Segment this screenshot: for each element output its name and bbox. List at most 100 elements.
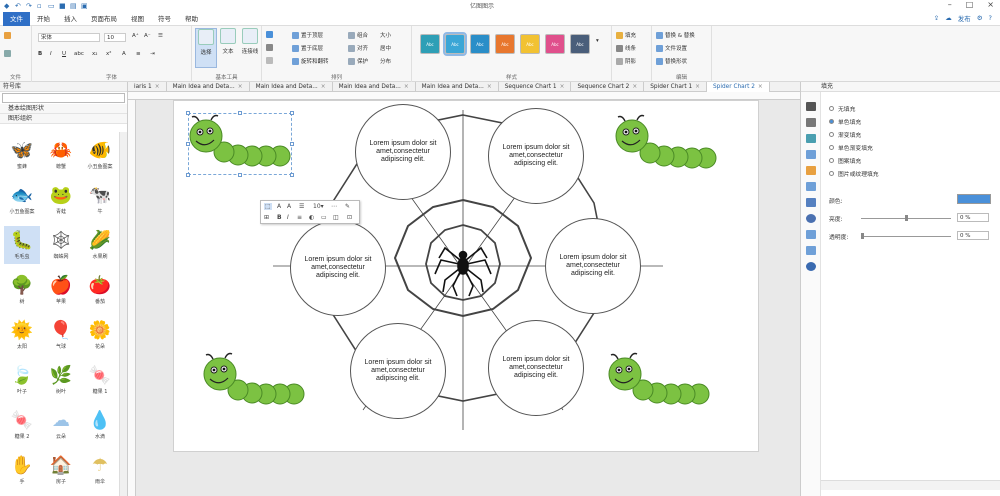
protect-tab-icon[interactable] xyxy=(806,214,816,223)
copy-button[interactable] xyxy=(4,50,11,57)
rectangle-tool-button[interactable] xyxy=(266,44,273,51)
find-replace-button[interactable]: 替换 & 替换 xyxy=(656,31,695,39)
shadow-tab-icon[interactable] xyxy=(806,134,816,143)
layer-tab-icon[interactable] xyxy=(806,182,816,191)
menu-view[interactable]: 视图 xyxy=(131,14,144,23)
web-bubble-left[interactable]: Lorem ipsum dolor sit amet,consectetur a… xyxy=(290,220,386,316)
fill-button[interactable]: 填充 xyxy=(616,31,636,39)
library-item[interactable]: ✋手 xyxy=(4,451,40,489)
strikethrough-button[interactable]: abc xyxy=(74,51,84,57)
mini-line-icon[interactable]: ▭ xyxy=(321,214,327,221)
tab-document-9[interactable]: Spider Chart 2× xyxy=(707,82,770,92)
italic-button[interactable]: I xyxy=(50,51,52,57)
resize-handle[interactable] xyxy=(186,142,190,146)
save-icon[interactable]: ■ xyxy=(59,1,66,10)
mini-grow-font-button[interactable]: A xyxy=(277,203,282,210)
rotate-flip-button[interactable]: 旋转和翻转 xyxy=(292,57,329,65)
line-tool-button[interactable] xyxy=(266,57,273,64)
library-item[interactable]: 🦋蜜蜂 xyxy=(4,136,40,174)
fill-option-gradient[interactable]: 渐变填充 xyxy=(829,130,861,139)
library-scrollbar[interactable] xyxy=(119,132,127,496)
brightness-slider[interactable] xyxy=(861,215,951,221)
caterpillar-shape-selected[interactable] xyxy=(186,112,294,176)
format-painter-button[interactable] xyxy=(4,32,11,39)
font-color-button[interactable]: A xyxy=(122,51,126,57)
font-family-select[interactable]: 宋体 xyxy=(38,33,100,42)
mini-more-icon[interactable]: ⋯ xyxy=(331,203,337,210)
transparency-input[interactable]: 0 % xyxy=(957,231,989,240)
indent-button[interactable]: ⇥ xyxy=(150,51,155,57)
bring-to-front-button[interactable]: 置于顶层 xyxy=(292,31,323,39)
library-item[interactable]: ☂雨伞 xyxy=(82,451,118,489)
select-tool-button[interactable]: 选择 xyxy=(195,28,217,68)
style-swatch-5[interactable]: Abc xyxy=(520,34,540,54)
replace-shape-button[interactable]: 替换形状 xyxy=(656,57,687,65)
line-tab-icon[interactable] xyxy=(806,118,816,127)
font-size-select[interactable]: 10 xyxy=(104,33,126,42)
web-bubble-right[interactable]: Lorem ipsum dolor sit amet,consectetur a… xyxy=(545,218,641,314)
grow-font-button[interactable]: A⁺ xyxy=(132,33,139,39)
fill-option-none[interactable]: 无填充 xyxy=(829,104,855,113)
close-icon[interactable]: × xyxy=(632,84,638,90)
library-item[interactable]: 🐄牛 xyxy=(82,181,118,219)
settings-icon[interactable]: ⚙ xyxy=(976,14,983,22)
library-item[interactable]: 🐟小丑鱼图案 xyxy=(4,181,40,219)
caterpillar-shape[interactable] xyxy=(200,350,308,414)
publish-button[interactable]: 发布 xyxy=(957,15,971,23)
library-item[interactable]: ☁云朵 xyxy=(43,406,79,444)
library-item[interactable]: 🌼花朵 xyxy=(82,316,118,354)
subscript-button[interactable]: x₂ xyxy=(92,51,98,57)
close-icon[interactable]: × xyxy=(757,84,763,90)
resize-handle[interactable] xyxy=(238,111,242,115)
protect-button[interactable]: 保护 xyxy=(348,57,368,65)
transparency-slider[interactable] xyxy=(861,233,951,239)
library-item[interactable]: 🍃叶子 xyxy=(4,361,40,399)
page-tab-icon[interactable] xyxy=(806,166,816,175)
library-item[interactable]: 🐛毛毛虫 xyxy=(4,226,40,264)
resize-handle[interactable] xyxy=(290,142,294,146)
library-section-basic[interactable]: 基本绘图形状 xyxy=(0,104,127,114)
fill-option-solid[interactable]: 单色填充 xyxy=(829,117,861,126)
align-button[interactable]: ≡ xyxy=(136,51,141,57)
undo-icon[interactable]: ↶ xyxy=(15,1,21,10)
mini-bold-button[interactable]: B xyxy=(277,214,282,221)
menu-file[interactable]: 文件 xyxy=(3,11,30,26)
maximize-icon[interactable]: □ xyxy=(965,0,974,9)
slider-knob[interactable] xyxy=(905,215,908,221)
library-item[interactable]: 🍅番茄 xyxy=(82,271,118,309)
menu-insert[interactable]: 插入 xyxy=(64,14,77,23)
menu-help[interactable]: 帮助 xyxy=(185,14,198,23)
close-icon[interactable]: × xyxy=(695,84,700,90)
caterpillar-shape[interactable] xyxy=(612,112,720,176)
library-item[interactable]: 🐠小丑鱼图案 xyxy=(82,136,118,174)
line-style-button[interactable]: 线条 xyxy=(616,44,636,52)
style-swatch-7[interactable]: Abc xyxy=(570,34,590,54)
style-swatch-1[interactable]: Abc xyxy=(420,34,440,54)
help-tab-icon[interactable] xyxy=(806,262,816,271)
library-section-graphics[interactable]: 图形组织 xyxy=(0,114,127,124)
shrink-font-button[interactable]: A⁻ xyxy=(144,33,151,39)
new-icon[interactable]: ▫ xyxy=(37,1,42,10)
web-bubble-top-left[interactable]: Lorem ipsum dolor sit amet,consectetur a… xyxy=(355,104,451,200)
help-icon[interactable]: ? xyxy=(988,14,992,22)
library-item[interactable]: 💧水滴 xyxy=(82,406,118,444)
tab-document-2[interactable]: Main Idea and Deta...× xyxy=(167,82,250,92)
resize-handle[interactable] xyxy=(186,173,190,177)
menu-home[interactable]: 开始 xyxy=(37,14,50,23)
library-item[interactable]: 🌞太阳 xyxy=(4,316,40,354)
library-item[interactable]: 🏠房子 xyxy=(43,451,79,489)
print-icon[interactable]: ▤ xyxy=(70,1,77,10)
cloud-icon[interactable]: ☁ xyxy=(945,14,952,22)
group-button[interactable]: 组合 xyxy=(348,31,368,39)
bold-button[interactable]: B xyxy=(38,51,43,57)
minimize-icon[interactable]: – xyxy=(947,0,952,9)
tab-document-6[interactable]: Sequence Chart 1× xyxy=(499,82,572,92)
export-icon[interactable]: ▣ xyxy=(81,1,88,10)
library-item[interactable]: 🦀螃蟹 xyxy=(43,136,79,174)
web-bubble-top-right[interactable]: Lorem ipsum dolor sit amet,consectetur a… xyxy=(488,108,584,204)
mini-brush-icon[interactable]: ✎ xyxy=(345,203,351,210)
fill-option-picture[interactable]: 图片或纹理填充 xyxy=(829,169,879,178)
tab-document-1[interactable]: iaris 1× xyxy=(128,82,167,92)
tab-document-4[interactable]: Main Idea and Deta...× xyxy=(333,82,416,92)
mini-fill-icon[interactable]: ◐ xyxy=(309,214,315,221)
